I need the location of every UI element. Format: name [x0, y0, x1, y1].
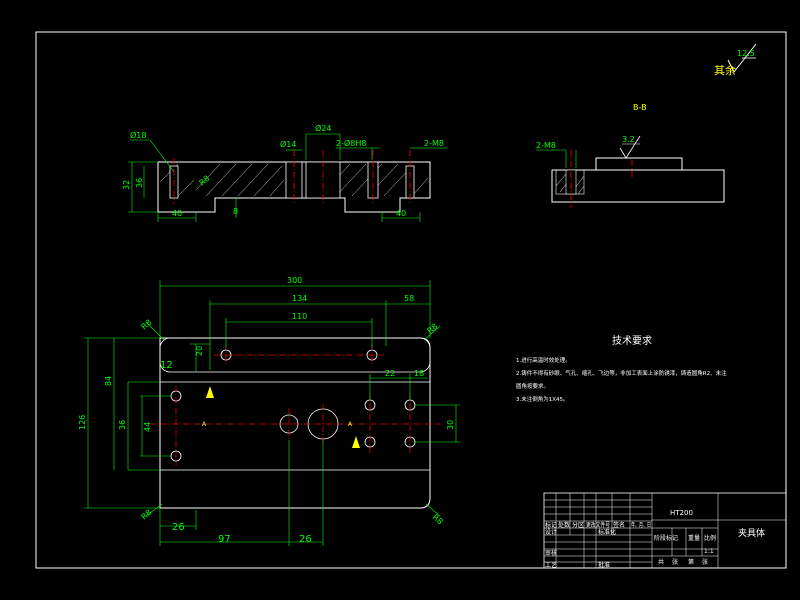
- callout-d18: Ø18: [130, 130, 146, 140]
- tb-sheet-3: 第: [688, 558, 694, 566]
- dim-corner-bl: R8: [140, 508, 154, 522]
- roughness-label: 其余: [714, 63, 736, 77]
- section-holes-callout: 2-M8: [536, 141, 556, 150]
- tb-row-label-1: 标记: [545, 521, 557, 529]
- tb-sheet-1: 共: [658, 558, 664, 566]
- callout-d14: Ø14: [280, 139, 296, 149]
- tb-sheet-2: 张: [672, 558, 678, 566]
- dim-h36: 36: [118, 420, 127, 430]
- dim-h44: 44: [143, 422, 152, 432]
- tb-scale-value: 1:1: [704, 548, 714, 555]
- tb-std: 标准化: [598, 528, 616, 536]
- section-roughness: 3.2: [622, 135, 635, 144]
- tb-row-label-5: 签名: [613, 521, 625, 529]
- tb-stage-3: 比例: [704, 534, 716, 542]
- tb-row-label-2: 处数: [558, 521, 570, 529]
- tech-item-2b: 圆角按要求。: [516, 382, 549, 390]
- dim-right-offset: 58: [404, 294, 414, 303]
- plan-outline: [159, 337, 431, 509]
- roughness-symbol: 12.5 其余: [714, 43, 757, 77]
- dim-corner-left: R8: [140, 318, 154, 332]
- callout-d24: Ø24: [315, 123, 331, 133]
- dim-slot-span: 134: [292, 294, 307, 303]
- drawing-frame: [35, 31, 787, 569]
- dim-height-inner: 36: [135, 178, 144, 188]
- tech-item-3: 3.未注倒角为1X45。: [516, 395, 569, 403]
- dim-corner-right: R8: [426, 322, 440, 336]
- tech-requirements: 技术要求 1.进行高温时效处理。 2.铸件不得有砂眼、气孔、缩孔、飞边等，非加工…: [516, 334, 727, 403]
- section-label: B-B: [633, 103, 647, 112]
- dim-corner-br: R8: [431, 513, 445, 527]
- dim-bottom-26: 26: [172, 522, 185, 533]
- marker-a-right: A: [348, 421, 353, 428]
- dim-height: 126: [78, 415, 87, 430]
- dim-h84: 84: [104, 376, 113, 386]
- dim-hole-top-18: 18: [414, 369, 424, 378]
- material: HT200: [670, 509, 693, 517]
- tb-process: 工艺: [545, 561, 557, 569]
- tb-approve: 批准: [598, 561, 610, 569]
- dim-x97: 97: [218, 534, 231, 545]
- dim-hole-right-30: 30: [446, 420, 455, 430]
- tb-review: 审核: [545, 549, 557, 557]
- tech-title: 技术要求: [612, 334, 652, 347]
- tb-sheet-4: 张: [702, 558, 708, 566]
- tb-design: 设计: [545, 528, 557, 536]
- dim-length: 300: [287, 276, 302, 285]
- hole-m8-right: [405, 165, 415, 199]
- roughness-value: 12.5: [737, 49, 755, 58]
- callout-2d8h8: 2-Ø8H8: [336, 138, 366, 148]
- title-block: HT200 夹具体 标记 处数 分区 更改文件号 签名 年、月、日 设计 标准化…: [543, 492, 787, 569]
- marker-a-left: A: [202, 421, 207, 428]
- tb-stage-1: 阶段标记: [654, 534, 678, 542]
- plan-view: A A: [78, 276, 460, 546]
- part-name: 夹具体: [738, 527, 765, 539]
- tb-row-label-4: 更改文件号: [586, 521, 610, 529]
- dim-hole-top-22: 22: [385, 369, 395, 378]
- dim-right-width: 40: [396, 209, 406, 218]
- tech-item-2: 2.铸件不得有砂眼、气孔、缩孔、飞边等，非加工表面上涂防锈漆，铸造圆角R2、未注: [516, 369, 727, 377]
- tb-row-label-6: 年、月、日: [631, 521, 651, 529]
- section-bb-view: B-B 2-M8 3.2: [536, 103, 725, 208]
- dim-left-width: 40: [172, 209, 182, 218]
- dim-step: 8: [233, 207, 238, 216]
- dim-slot-inner: 110: [292, 312, 307, 321]
- dim-height-outer: 32: [122, 180, 131, 190]
- tb-row-label-3: 分区: [572, 521, 584, 529]
- dim-x26: 26: [299, 534, 312, 545]
- dim-slot-h: 20: [195, 346, 204, 356]
- tech-item-1: 1.进行高温时效处理。: [516, 356, 571, 364]
- front-section-view: Ø18 Ø14 Ø24 2-Ø8H8 2-M8 32 36 40 40 8 R8: [122, 123, 448, 222]
- dim-slot-y: 12: [160, 360, 173, 371]
- callout-2m8: 2-M8: [424, 139, 444, 148]
- tb-stage-2: 重量: [688, 534, 700, 542]
